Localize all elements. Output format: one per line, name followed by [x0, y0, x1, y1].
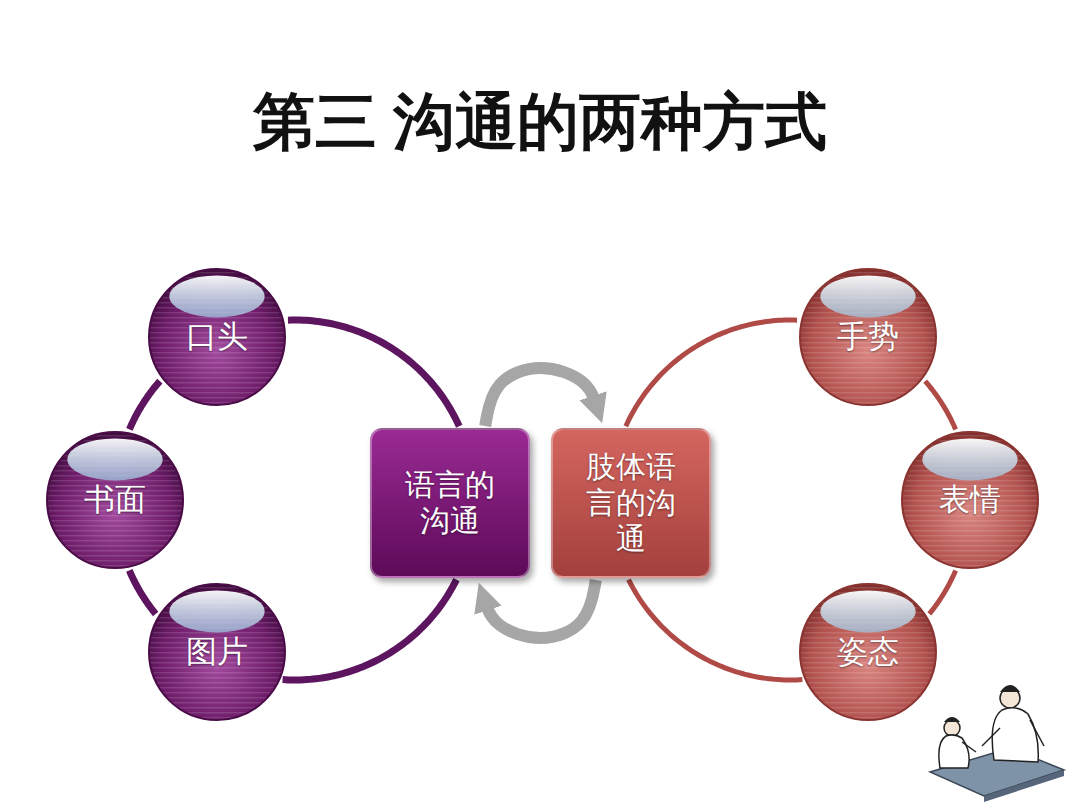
- category-box: 语言的沟通: [370, 428, 530, 578]
- circle-fill: [800, 269, 936, 405]
- scholars-illustration: [930, 685, 1064, 802]
- circle-fill: [149, 269, 285, 405]
- circle-stripes: [150, 585, 284, 719]
- node-label: 书面: [84, 481, 146, 518]
- circle-stripes: [801, 585, 935, 719]
- item-circle: 手势: [798, 267, 938, 407]
- circle-gloss: [820, 590, 915, 632]
- circle-fill: [800, 584, 936, 720]
- ring-line: [288, 320, 459, 426]
- circle-stripes: [150, 270, 284, 404]
- ring-line: [283, 580, 457, 680]
- circle-gloss: [169, 275, 264, 317]
- circle-gloss: [169, 590, 264, 632]
- cycle-arrow: [485, 368, 596, 426]
- circle-fill: [47, 432, 183, 568]
- category-box: 肢体语言的沟通: [551, 428, 711, 578]
- title: 第三 沟通的两种方式: [253, 88, 827, 156]
- item-circle: 姿态: [798, 582, 938, 722]
- ring-line: [929, 570, 955, 613]
- circle-stripes: [903, 433, 1037, 567]
- circle-fill: [902, 432, 1038, 568]
- node-label: 肢体语言的沟通: [586, 449, 676, 557]
- title-block: 第三 沟通的两种方式: [0, 0, 1080, 156]
- ring-line: [129, 570, 155, 613]
- ring-line: [925, 381, 955, 429]
- item-circle: 口头: [147, 267, 287, 407]
- cycle-arrow: [485, 580, 596, 638]
- node-label: 口头: [186, 318, 248, 355]
- ring-line: [629, 580, 803, 680]
- circle-gloss: [922, 438, 1017, 480]
- ring-line: [626, 320, 797, 426]
- circle-stripes: [48, 433, 182, 567]
- item-circle: 图片: [147, 582, 287, 722]
- item-circle: 书面: [45, 430, 185, 570]
- node-label: 手势: [837, 318, 899, 355]
- circle-gloss: [820, 275, 915, 317]
- ring-line: [129, 381, 159, 429]
- item-circle: 表情: [900, 430, 1040, 570]
- circle-stripes: [801, 270, 935, 404]
- node-label: 表情: [939, 481, 1001, 518]
- circle-gloss: [67, 438, 162, 480]
- node-label: 姿态: [837, 633, 899, 670]
- node-label: 图片: [186, 633, 248, 670]
- circle-fill: [149, 584, 285, 720]
- node-label: 语言的沟通: [405, 467, 495, 539]
